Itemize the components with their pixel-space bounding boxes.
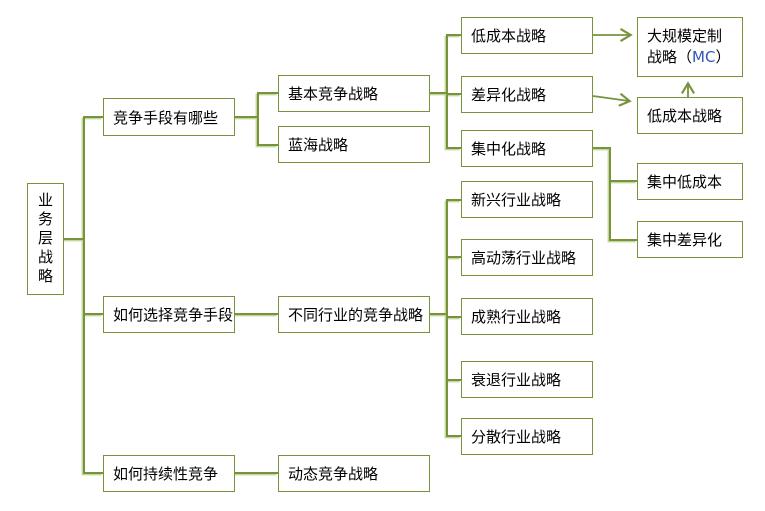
node-label: 集中差异化 [647,231,723,249]
node-label: 新兴行业战略 [471,191,562,209]
node-label: 基本竞争战略 [288,85,379,103]
node-label: 低成本战略 [471,27,547,45]
node-label: 蓝海战略 [288,136,349,154]
node-root: 业务层战略 [27,183,64,295]
node-basic-strategies: 基本竞争战略 [278,75,430,112]
node-low-cost: 低成本战略 [461,17,593,54]
node-focus: 集中化战略 [461,130,593,167]
node-label: 高动荡行业战略 [471,249,577,267]
node-emerging-industry: 新兴行业战略 [461,181,593,218]
node-mature-industry: 成熟行业战略 [461,298,593,335]
node-focused-low-cost: 集中低成本 [637,163,743,200]
node-label: 如何持续性竞争 [113,465,219,483]
node-industry-strategies: 不同行业的竞争战略 [278,296,430,333]
node-label: 衰退行业战略 [471,371,562,389]
mc-abbreviation: MC [692,48,716,66]
node-label: 大规模定制 战略（MC） [647,27,731,66]
node-competition-means: 竞争手段有哪些 [103,98,235,136]
node-turbulent-industry: 高动荡行业战略 [461,239,593,276]
node-label: 业务层战略 [36,191,54,287]
node-label: 集中化战略 [471,140,547,158]
node-label: 集中低成本 [647,173,723,191]
node-mass-customization: 大规模定制 战略（MC） [637,17,743,77]
node-label: 低成本战略 [647,107,723,125]
node-dynamic-strategy: 动态竞争战略 [278,455,430,492]
connector-main-lines [64,34,637,474]
node-label: 成熟行业战略 [471,308,562,326]
node-label: 竞争手段有哪些 [113,108,219,127]
node-sustain-competition: 如何持续性竞争 [103,455,235,492]
node-low-cost-2: 低成本战略 [637,97,743,134]
node-declining-industry: 衰退行业战略 [461,361,593,398]
node-label: 分散行业战略 [471,428,562,446]
arrow-differentiation-to-lowcost2 [592,92,632,107]
node-label: 动态竞争战略 [288,465,379,483]
node-label: 差异化战略 [471,86,547,104]
arrow-connectors [592,27,696,107]
node-differentiation: 差异化战略 [461,76,593,113]
node-fragmented-industry: 分散行业战略 [461,418,593,455]
node-choose-means: 如何选择竞争手段 [103,296,235,333]
node-blue-ocean: 蓝海战略 [278,126,430,163]
node-label: 如何选择竞争手段 [113,306,234,324]
node-focused-differentiation: 集中差异化 [637,221,743,258]
node-label: 不同行业的竞争战略 [288,306,424,324]
